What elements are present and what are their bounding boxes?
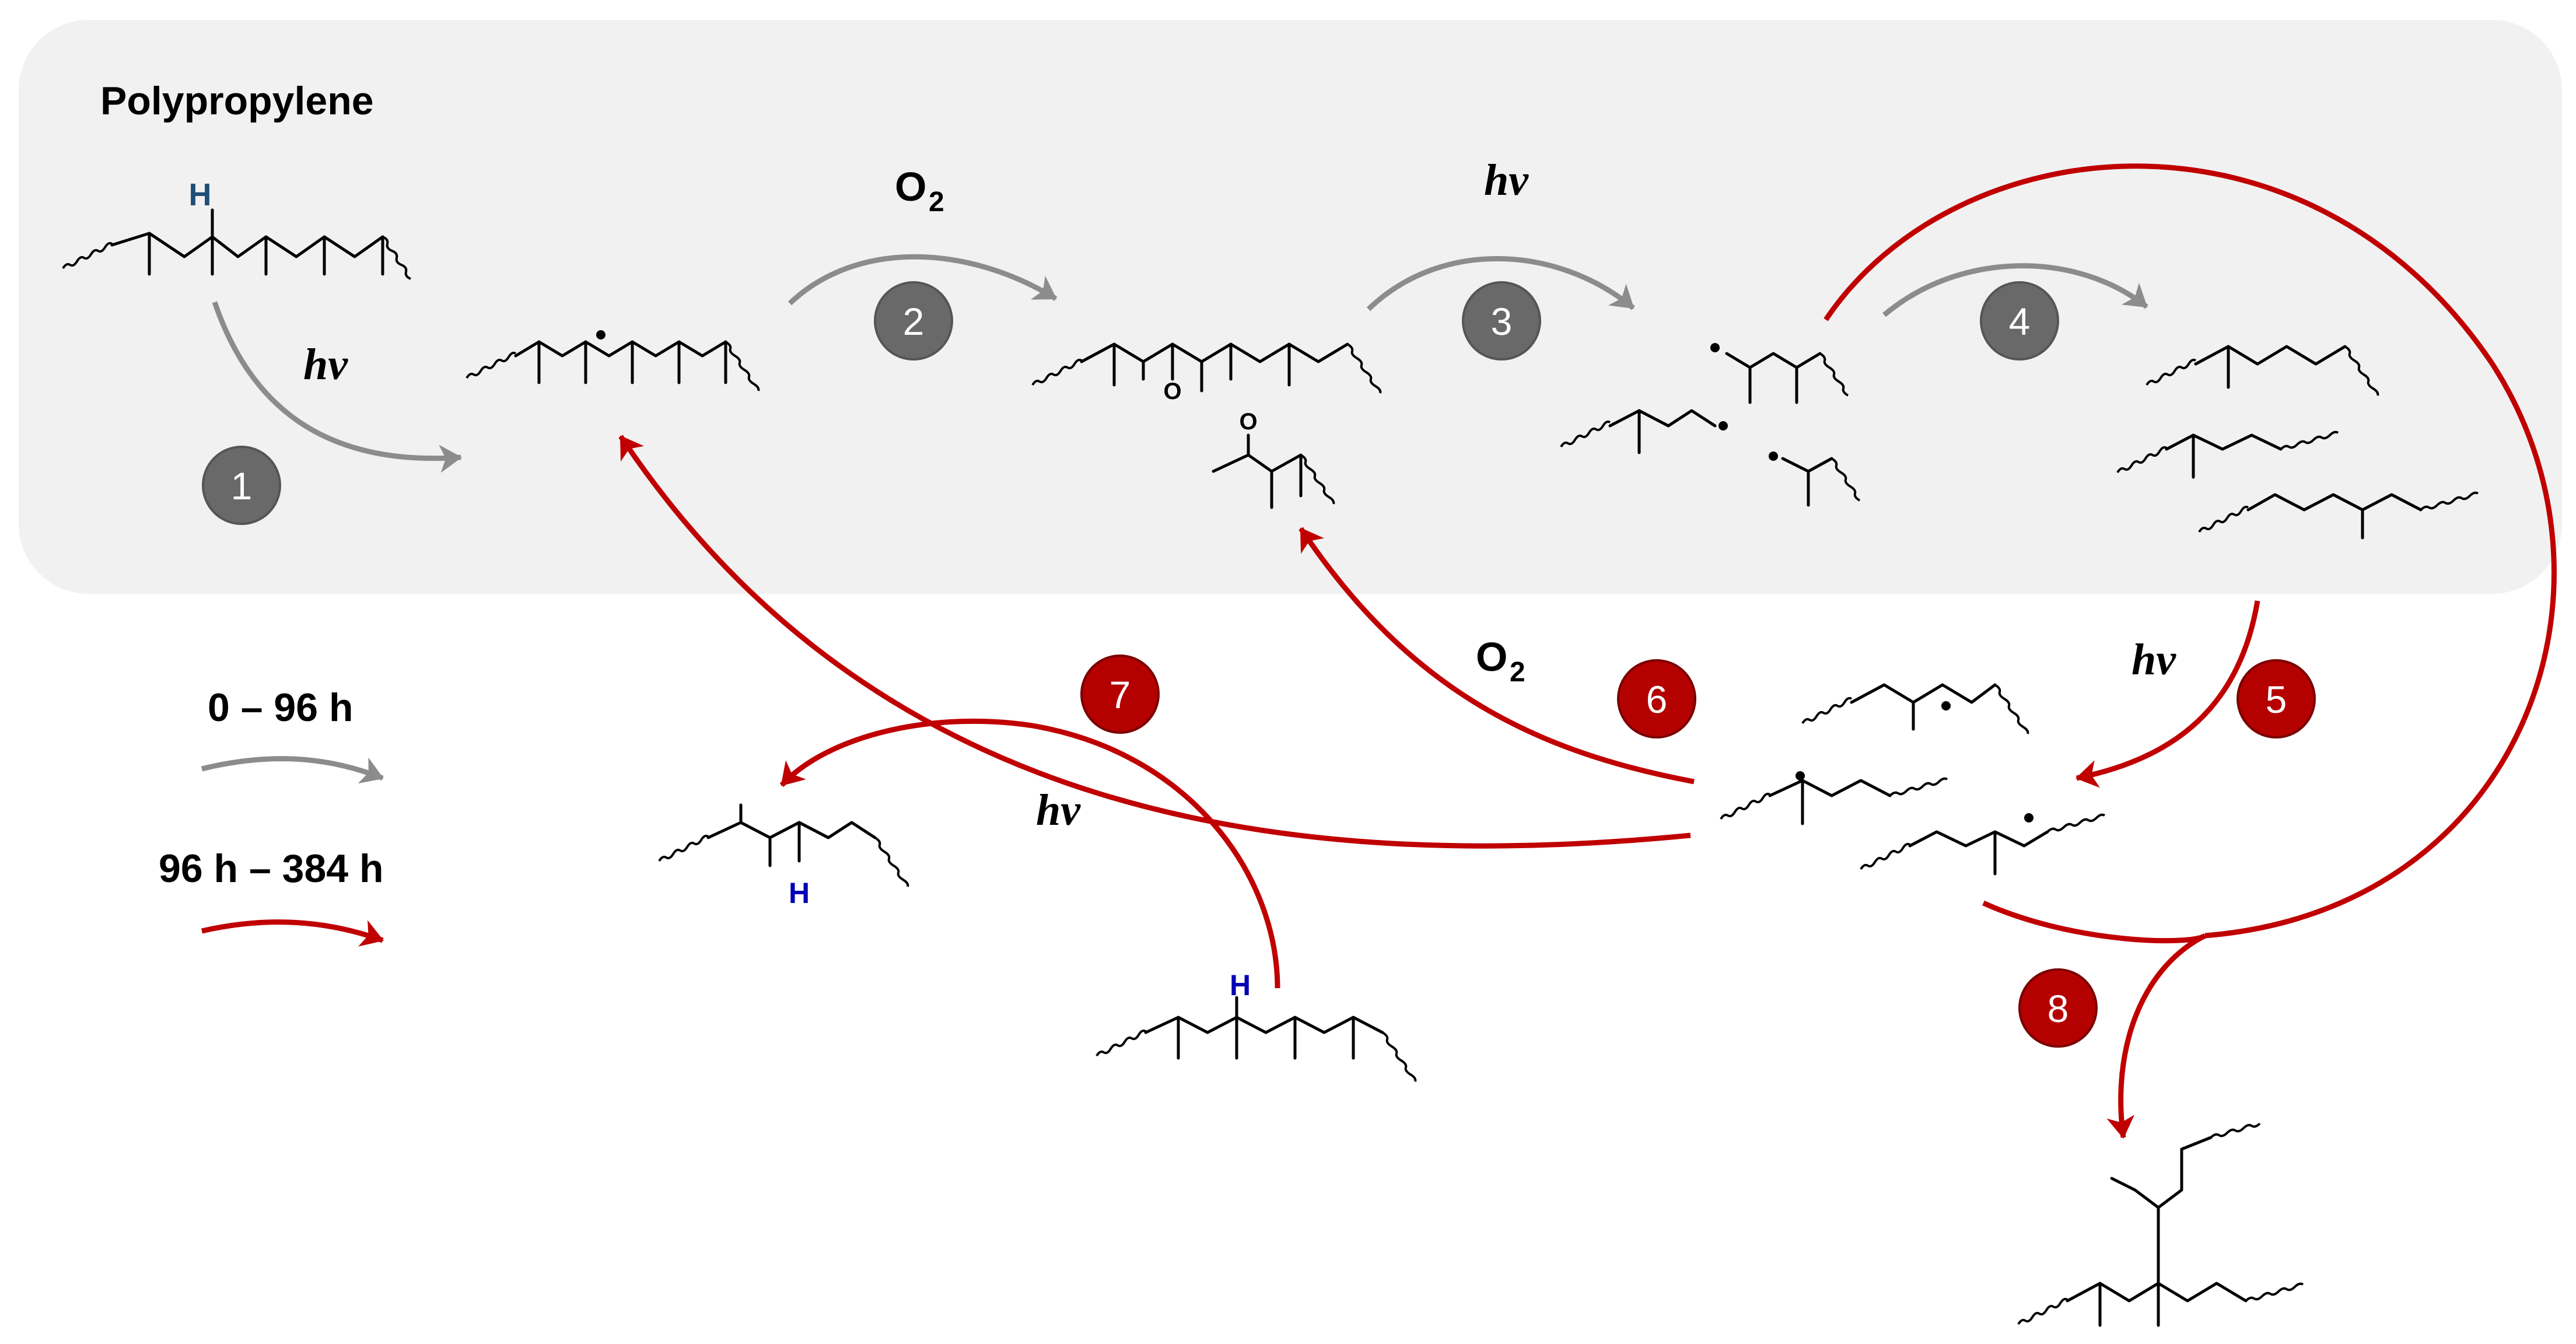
legend-gray-label: 0 – 96 h	[208, 685, 354, 730]
alkyl-radical-chain	[466, 330, 760, 391]
hydrogen-atom: H	[189, 177, 212, 212]
svg-text:5: 5	[2266, 678, 2287, 721]
svg-text:3: 3	[1491, 300, 1513, 343]
methyl-ketone-fragment	[1212, 433, 1335, 509]
svg-text:8: 8	[2048, 987, 2069, 1030]
svg-text:O: O	[1476, 634, 1507, 680]
donor-hydrogen: H	[1230, 969, 1251, 1002]
hv-label-step-1: hν	[303, 340, 348, 389]
step-1-badge: 1	[202, 446, 281, 525]
svg-text:4: 4	[2009, 300, 2031, 343]
hv-label-step-3: hν	[1484, 156, 1529, 205]
svg-text:2: 2	[929, 187, 944, 218]
svg-text:O: O	[895, 164, 926, 209]
crosslinked-product	[2017, 1122, 2304, 1327]
arrow-step-4	[1882, 263, 2148, 317]
arrow-step-7	[779, 718, 1280, 989]
arrow-step-6	[1298, 527, 1695, 785]
arrow-step-7-recombination	[618, 435, 1691, 849]
scission-products	[2116, 345, 2479, 540]
arrow-step-3	[1366, 256, 1635, 312]
abstracted-hydrogen: H	[789, 877, 810, 909]
o2-label-step-6: O 2	[1476, 634, 1525, 688]
arrow-step-8-loop	[1824, 163, 2557, 939]
step-4-badge: 4	[1980, 281, 2059, 360]
saturated-product-chain	[658, 803, 909, 887]
polypropylene-chain	[62, 208, 411, 280]
legend: 0 – 96 h 96 h – 384 h	[159, 685, 384, 947]
arrow-step-1	[212, 301, 462, 473]
svg-text:7: 7	[1110, 673, 1131, 716]
secondary-radicals	[1720, 683, 2106, 876]
hydrogen-donor-chain	[1096, 996, 1417, 1082]
hv-label-step-7: hν	[1036, 786, 1081, 835]
legend-red-arrow	[201, 919, 384, 947]
arrow-step-8	[1982, 900, 2207, 1139]
step-2-badge: 2	[874, 281, 953, 360]
step-7-badge: 7	[1080, 654, 1160, 734]
legend-red-label: 96 h – 384 h	[159, 846, 384, 891]
step-6-badge: 6	[1617, 659, 1696, 738]
radical-fragments	[1560, 343, 1861, 507]
legend-gray-arrow	[201, 756, 384, 784]
ketone-chain	[1031, 342, 1382, 394]
hv-label-step-5: hν	[2132, 635, 2176, 684]
svg-text:6: 6	[1646, 678, 1668, 721]
step-3-badge: 3	[1462, 281, 1541, 360]
arrow-step-5	[2076, 600, 2260, 788]
arrow-step-2	[788, 254, 1058, 306]
ketone-fragment-oxygen: O	[1239, 409, 1257, 435]
step-8-badge: 8	[2018, 968, 2098, 1048]
svg-text:2: 2	[1510, 657, 1525, 688]
o2-label-step-2: O 2	[895, 164, 944, 218]
step-5-badge: 5	[2236, 659, 2316, 738]
polypropylene-panel	[19, 20, 2562, 594]
ketone-oxygen: O	[1163, 379, 1181, 404]
svg-text:1: 1	[231, 464, 253, 508]
panel-title: Polypropylene	[100, 79, 374, 123]
svg-text:2: 2	[903, 300, 925, 343]
